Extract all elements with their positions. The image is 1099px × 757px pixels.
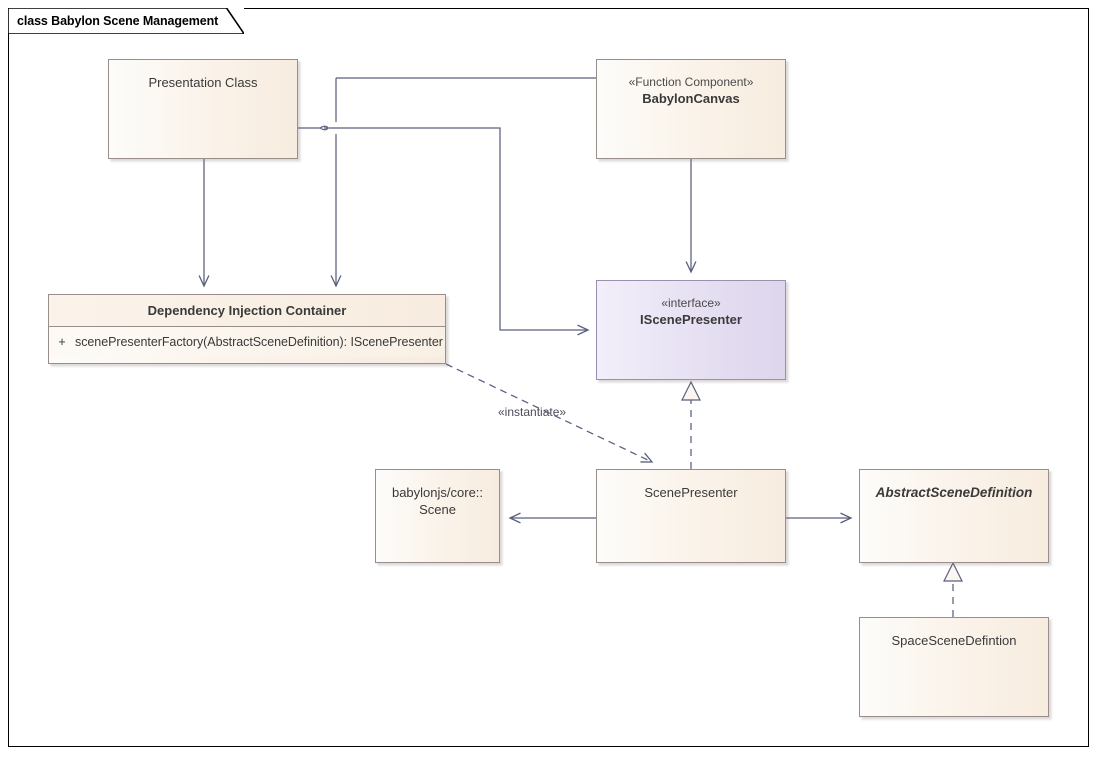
connector-label-instantiate: «instantiate» [498,405,567,419]
interface-iscenepresenter-header: «interface» IScenePresenter [597,281,785,328]
class-babyloncanvas-name: BabylonCanvas [642,91,740,106]
operation-row[interactable]: + scenePresenterFactory(AbstractSceneDef… [49,327,445,357]
operation-signature: scenePresenterFactory(AbstractSceneDefin… [75,335,443,349]
class-presentation-class-name: Presentation Class [148,75,258,90]
interface-iscenepresenter[interactable]: «interface» IScenePresenter [596,280,786,380]
diagram-title-tab: class Babylon Scene Management [8,8,245,34]
class-dependency-injection-container-operations: + scenePresenterFactory(AbstractSceneDef… [49,327,445,357]
class-babyloncanvas-stereotype: «Function Component» [628,75,754,89]
class-dependency-injection-container-name: Dependency Injection Container [49,295,445,327]
class-dependency-injection-container[interactable]: Dependency Injection Container + scenePr… [48,294,446,364]
class-abstractscenedefinition[interactable]: AbstractSceneDefinition [859,469,1049,563]
title-tab-shape [8,8,245,34]
class-abstractscenedefinition-name: AbstractSceneDefinition [875,485,1033,500]
class-presentation-class[interactable]: Presentation Class [108,59,298,159]
class-babylonjs-core-scene-header: babylonjs/core:: Scene [376,470,499,518]
class-babylonjs-core-scene-namespace: babylonjs/core:: [391,485,484,500]
class-spacescenedefintion[interactable]: SpaceSceneDefintion [859,617,1049,717]
class-babylonjs-core-scene[interactable]: babylonjs/core:: Scene [375,469,500,563]
class-scenepresenter[interactable]: ScenePresenter [596,469,786,563]
class-scenepresenter-name: ScenePresenter [644,485,738,500]
class-babyloncanvas[interactable]: «Function Component» BabylonCanvas [596,59,786,159]
interface-iscenepresenter-name: IScenePresenter [640,312,742,327]
class-babylonjs-core-scene-name: Scene [419,502,456,517]
class-babyloncanvas-header: «Function Component» BabylonCanvas [597,60,785,107]
operation-visibility: + [58,335,66,349]
interface-iscenepresenter-stereotype: «interface» [661,296,721,310]
class-spacescenedefintion-name: SpaceSceneDefintion [891,633,1017,648]
diagram-title: class Babylon Scene Management [17,14,219,28]
